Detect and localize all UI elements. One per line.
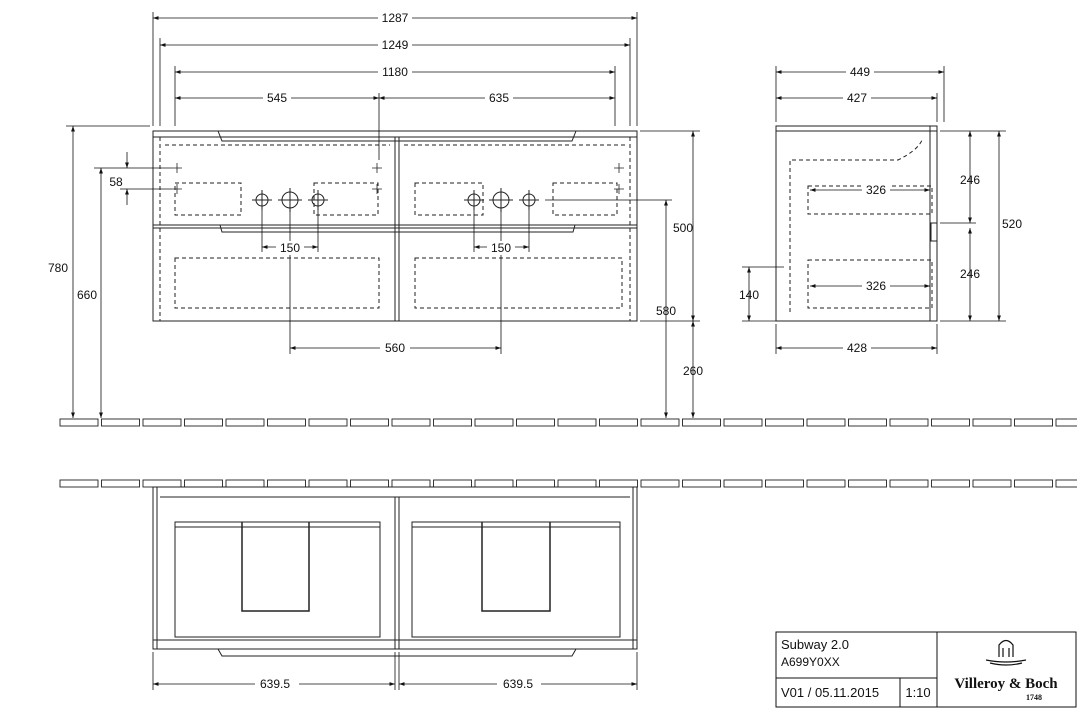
brand-logo-icon: [985, 639, 1027, 666]
floor-tile: [225, 479, 265, 488]
dim-545: 545: [267, 91, 287, 105]
dim-580: 580: [656, 304, 676, 318]
dim-1287: 1287: [382, 11, 409, 25]
dim-1249: 1249: [382, 38, 409, 52]
floor-tile: [723, 418, 763, 427]
brand-name: Villeroy & Boch: [954, 676, 1058, 692]
floor-tile: [59, 418, 99, 427]
dim-246-bottom: 246: [960, 267, 980, 281]
floor-tile: [806, 418, 846, 427]
dim-449: 449: [850, 65, 870, 79]
dim-150-left: 150: [280, 241, 300, 255]
dim-246-top: 246: [960, 173, 980, 187]
floor-tile: [599, 479, 638, 488]
dim-520: 520: [1002, 217, 1022, 231]
dim-428: 428: [847, 341, 867, 355]
dim-58: 58: [109, 175, 123, 189]
floor-tile: [308, 479, 348, 488]
floor-tile: [516, 479, 555, 488]
floor-tile: [433, 479, 472, 488]
floor-tile: [889, 479, 929, 488]
floor-tile: [931, 479, 970, 488]
floor-tile: [350, 418, 389, 427]
floor-tile: [391, 418, 431, 427]
article-number: A699Y0XX: [781, 655, 840, 669]
floor-tile: [848, 479, 887, 488]
floor-tile: [931, 418, 970, 427]
dim-639-5-right: 639.5: [503, 677, 533, 691]
floor-tile: [142, 479, 182, 488]
floor-tile: [184, 418, 223, 427]
floor-tile: [516, 418, 555, 427]
dim-260: 260: [683, 364, 703, 378]
floor-tile: [972, 418, 1012, 427]
side-view: [775, 125, 938, 322]
dim-635: 635: [489, 91, 509, 105]
floor-tile: [1014, 479, 1053, 488]
top-view: [152, 486, 638, 657]
floor-tile: [142, 418, 182, 427]
dim-780: 780: [48, 261, 68, 275]
floor-tile: [972, 479, 1012, 488]
floor-tile: [640, 479, 680, 488]
side-dimensions: [742, 66, 1006, 354]
dim-639-5-left: 639.5: [260, 677, 290, 691]
floor-tile: [1055, 479, 1077, 488]
floor-tile: [59, 479, 99, 488]
floor-tile: [267, 479, 306, 488]
dim-150-right: 150: [491, 241, 511, 255]
floor-tile: [101, 479, 140, 488]
dim-1180: 1180: [382, 65, 408, 79]
title-block: Subway 2.0 A699Y0XX V01 / 05.11.2015 1:1…: [775, 631, 1077, 708]
floor-tile: [1014, 418, 1053, 427]
floor-tile: [101, 418, 140, 427]
brand-year: 1748: [1026, 693, 1042, 702]
dim-326-bottom: 326: [866, 279, 886, 293]
floor-tile: [308, 418, 348, 427]
floor-tile: [723, 479, 763, 488]
dim-140: 140: [739, 288, 759, 302]
floor-line-top-view: [59, 479, 1077, 488]
floor-tile: [557, 479, 597, 488]
floor-tile: [225, 418, 265, 427]
floor-tile: [557, 418, 597, 427]
floor-tile: [1055, 418, 1077, 427]
floor-tile: [765, 418, 804, 427]
top-view-dimensions: [152, 652, 638, 690]
floor-tile: [640, 418, 680, 427]
drawing-scale: 1:10: [905, 685, 930, 700]
floor-line-front: [59, 418, 1077, 427]
front-view: [152, 130, 638, 322]
floor-tile: [599, 418, 638, 427]
product-name: Subway 2.0: [781, 637, 849, 652]
floor-tile: [806, 479, 846, 488]
dim-427: 427: [847, 91, 867, 105]
version-date: V01 / 05.11.2015: [781, 685, 879, 700]
floor-tile: [889, 418, 929, 427]
dim-660: 660: [77, 288, 97, 302]
floor-tile: [682, 479, 721, 488]
dim-326-top: 326: [866, 183, 886, 197]
floor-tile: [267, 418, 306, 427]
floor-tile: [184, 479, 223, 488]
floor-tile: [474, 418, 514, 427]
floor-tile: [350, 479, 389, 488]
dim-500: 500: [673, 221, 693, 235]
floor-tile: [433, 418, 472, 427]
floor-tile: [391, 479, 431, 488]
floor-tile: [682, 418, 721, 427]
floor-tile: [474, 479, 514, 488]
dim-560: 560: [385, 341, 405, 355]
dimension-labels: 1287 1249 1180 545 635 780 660 58 500 58…: [48, 10, 1022, 691]
floor-tile: [848, 418, 887, 427]
floor-tile: [765, 479, 804, 488]
